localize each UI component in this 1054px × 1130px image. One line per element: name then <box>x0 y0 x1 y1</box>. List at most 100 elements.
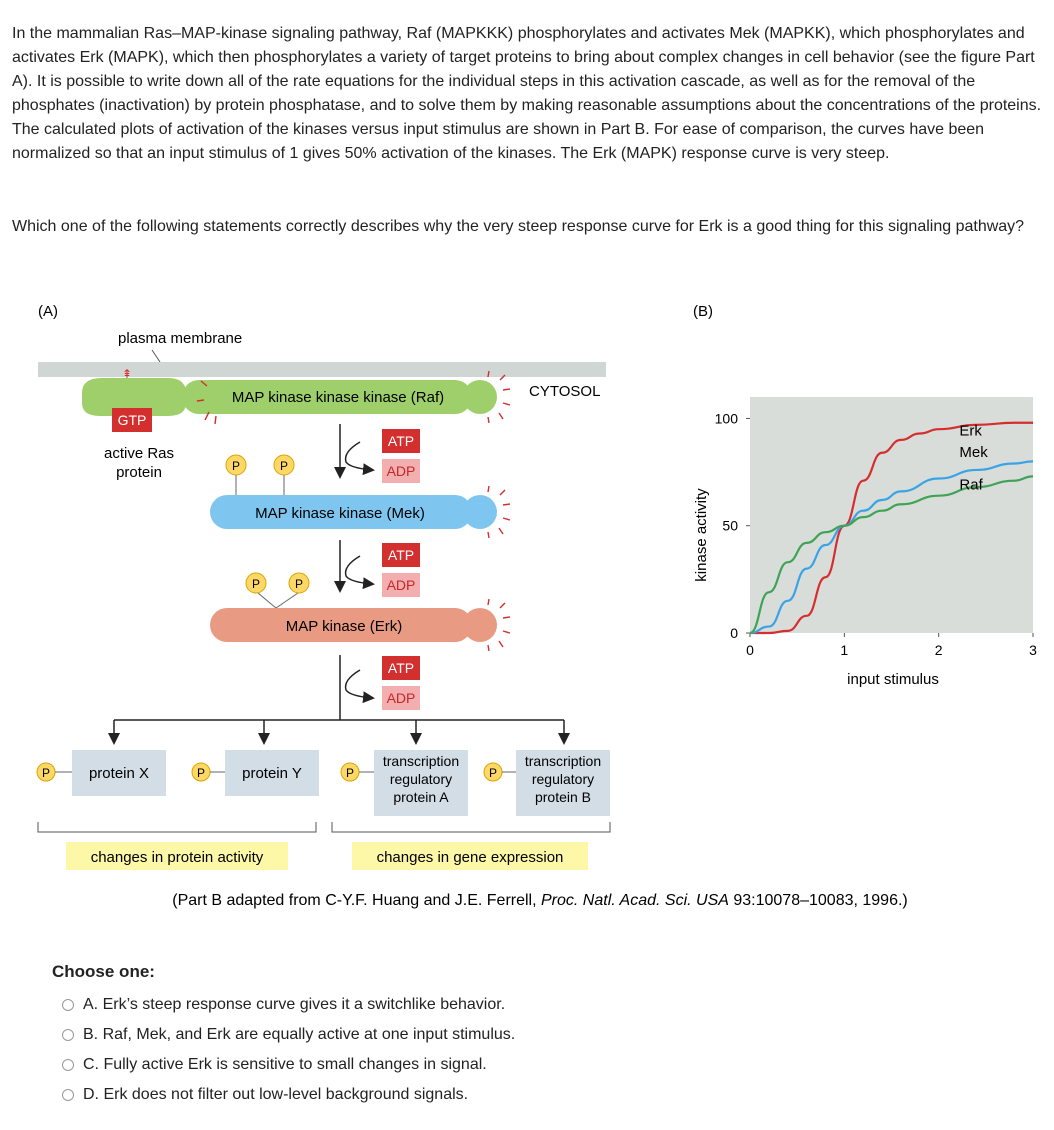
ras-label-line1: active Ras <box>104 445 174 462</box>
erk-label: MAP kinase (Erk) <box>286 618 402 635</box>
transcription-protein-b: P transcription regulatory protein B <box>483 750 610 816</box>
mek-label: MAP kinase kinase (Mek) <box>255 505 425 522</box>
y-tick-label: 50 <box>722 518 738 534</box>
citation-text: (Part B adapted from C-Y.F. Huang and J.… <box>172 892 541 909</box>
target-branches <box>108 700 570 745</box>
transcription-a-line1: transcription <box>383 753 459 769</box>
ras-protein <box>82 378 186 416</box>
erk-active-site <box>463 608 497 642</box>
cytosol-label: CYTOSOL <box>529 383 600 400</box>
option-b-letter: B. <box>83 1026 99 1043</box>
atp-badge <box>382 429 420 453</box>
phosphate-label: P <box>232 459 240 473</box>
option-a-letter: A. <box>83 996 99 1013</box>
option-a-text: Erk’s steep response curve gives it a sw… <box>102 996 506 1013</box>
adp-badge <box>382 573 420 597</box>
x-tick-label: 3 <box>1029 642 1037 658</box>
gene-expression-bracket <box>331 822 611 833</box>
y-axis-label: kinase activity <box>693 488 710 582</box>
atp-label: ATP <box>388 660 414 676</box>
atp-label: ATP <box>388 547 414 563</box>
option-c-letter: C. <box>83 1056 99 1073</box>
option-d-text: Erk does not filter out low-level backgr… <box>103 1086 469 1103</box>
series-label-mek: Mek <box>959 444 988 461</box>
ras-label-line2: protein <box>116 464 162 481</box>
mek-protein <box>210 495 472 529</box>
phosphate-label: P <box>295 577 303 591</box>
option-a[interactable]: A. Erk’s steep response curve gives it a… <box>62 996 505 1014</box>
figure: (A) plasma membrane CYTOSOL ⇞ GTP active… <box>36 303 1037 909</box>
atp-badge <box>382 543 420 567</box>
erk-protein <box>210 608 472 642</box>
phosphate-label: P <box>489 766 497 780</box>
transcription-b-line3: protein B <box>535 789 591 805</box>
question-intro: In the mammalian Ras–MAP-kinase signalin… <box>12 25 1042 162</box>
raf-label: MAP kinase kinase kinase (Raf) <box>232 389 444 406</box>
changes-activity-label: changes in protein activity <box>91 849 264 866</box>
protein-x: P protein X <box>36 750 166 796</box>
phosphate-label: P <box>280 459 288 473</box>
transcription-b-line1: transcription <box>525 753 601 769</box>
protein-y-label: protein Y <box>242 765 302 782</box>
question-prompt: Which one of the following statements co… <box>12 218 1025 235</box>
y-tick-label: 100 <box>715 410 739 426</box>
transcription-a-line2: regulatory <box>390 771 452 787</box>
transcription-a-line3: protein A <box>393 789 449 805</box>
chart-plot-area <box>750 397 1033 633</box>
changes-expression-label: changes in gene expression <box>377 849 564 866</box>
radio-b[interactable] <box>62 1029 74 1041</box>
option-b-text: Raf, Mek, and Erk are equally active at … <box>102 1026 516 1043</box>
plasma-membrane-label: plasma membrane <box>118 330 242 347</box>
x-axis-label: input stimulus <box>847 671 939 688</box>
phosphate-label: P <box>252 577 260 591</box>
chart-axes: 0 1 2 3 0 50 100 <box>715 410 1037 658</box>
y-tick-label: 0 <box>730 625 738 641</box>
transcription-b-line2: regulatory <box>532 771 594 787</box>
option-c-text: Fully active Erk is sensitive to small c… <box>103 1056 487 1073</box>
citation-details: 93:10078–10083, 1996.) <box>729 892 908 909</box>
ras-anchor-icon: ⇞ <box>122 367 132 381</box>
erk-phosphates: P P <box>245 572 310 609</box>
option-d-letter: D. <box>83 1086 99 1103</box>
mek-active-site <box>463 495 497 529</box>
adp-label: ADP <box>387 577 416 593</box>
citation-journal: Proc. Natl. Acad. Sci. USA <box>541 892 729 909</box>
erk-activity-rays <box>487 598 511 652</box>
panel-b-label: (B) <box>693 303 713 320</box>
phosphorylation-step-2: ATP ADP <box>334 540 420 597</box>
phosphate-label: P <box>197 766 205 780</box>
mek-phosphates: P P <box>225 454 295 496</box>
option-c[interactable]: C. Fully active Erk is sensitive to smal… <box>62 1056 487 1074</box>
protein-activity-bracket <box>37 822 317 833</box>
option-b[interactable]: B. Raf, Mek, and Erk are equally active … <box>62 1026 515 1044</box>
adp-label: ADP <box>387 690 416 706</box>
mek-activity-rays <box>487 485 511 539</box>
phosphate-label: P <box>42 766 50 780</box>
x-tick-label: 0 <box>746 642 754 658</box>
adp-label: ADP <box>387 463 416 479</box>
phosphorylation-step-1: ATP ADP <box>334 424 420 483</box>
x-tick-label: 1 <box>840 642 848 658</box>
radio-a[interactable] <box>62 999 74 1011</box>
radio-d[interactable] <box>62 1089 74 1101</box>
gtp-badge <box>112 408 152 432</box>
x-tick-label: 2 <box>935 642 943 658</box>
option-d[interactable]: D. Erk does not filter out low-level bac… <box>62 1086 468 1104</box>
series-label-raf: Raf <box>959 476 983 493</box>
panel-a-label: (A) <box>38 303 58 320</box>
adp-badge <box>382 686 420 710</box>
series-label-erk: Erk <box>959 423 982 440</box>
plasma-membrane <box>38 362 606 377</box>
radio-c[interactable] <box>62 1059 74 1071</box>
choose-one-title: Choose one: <box>52 962 155 981</box>
phosphorylation-step-3: ATP ADP <box>339 655 420 710</box>
atp-label: ATP <box>388 433 414 449</box>
adp-badge <box>382 459 420 483</box>
transcription-protein-a: P transcription regulatory protein A <box>340 750 468 816</box>
series-line-erk <box>750 421 1033 635</box>
gtp-label: GTP <box>118 412 147 428</box>
protein-y: P protein Y <box>191 750 319 796</box>
phosphate-label: P <box>346 766 354 780</box>
series-line-mek <box>749 460 1034 635</box>
